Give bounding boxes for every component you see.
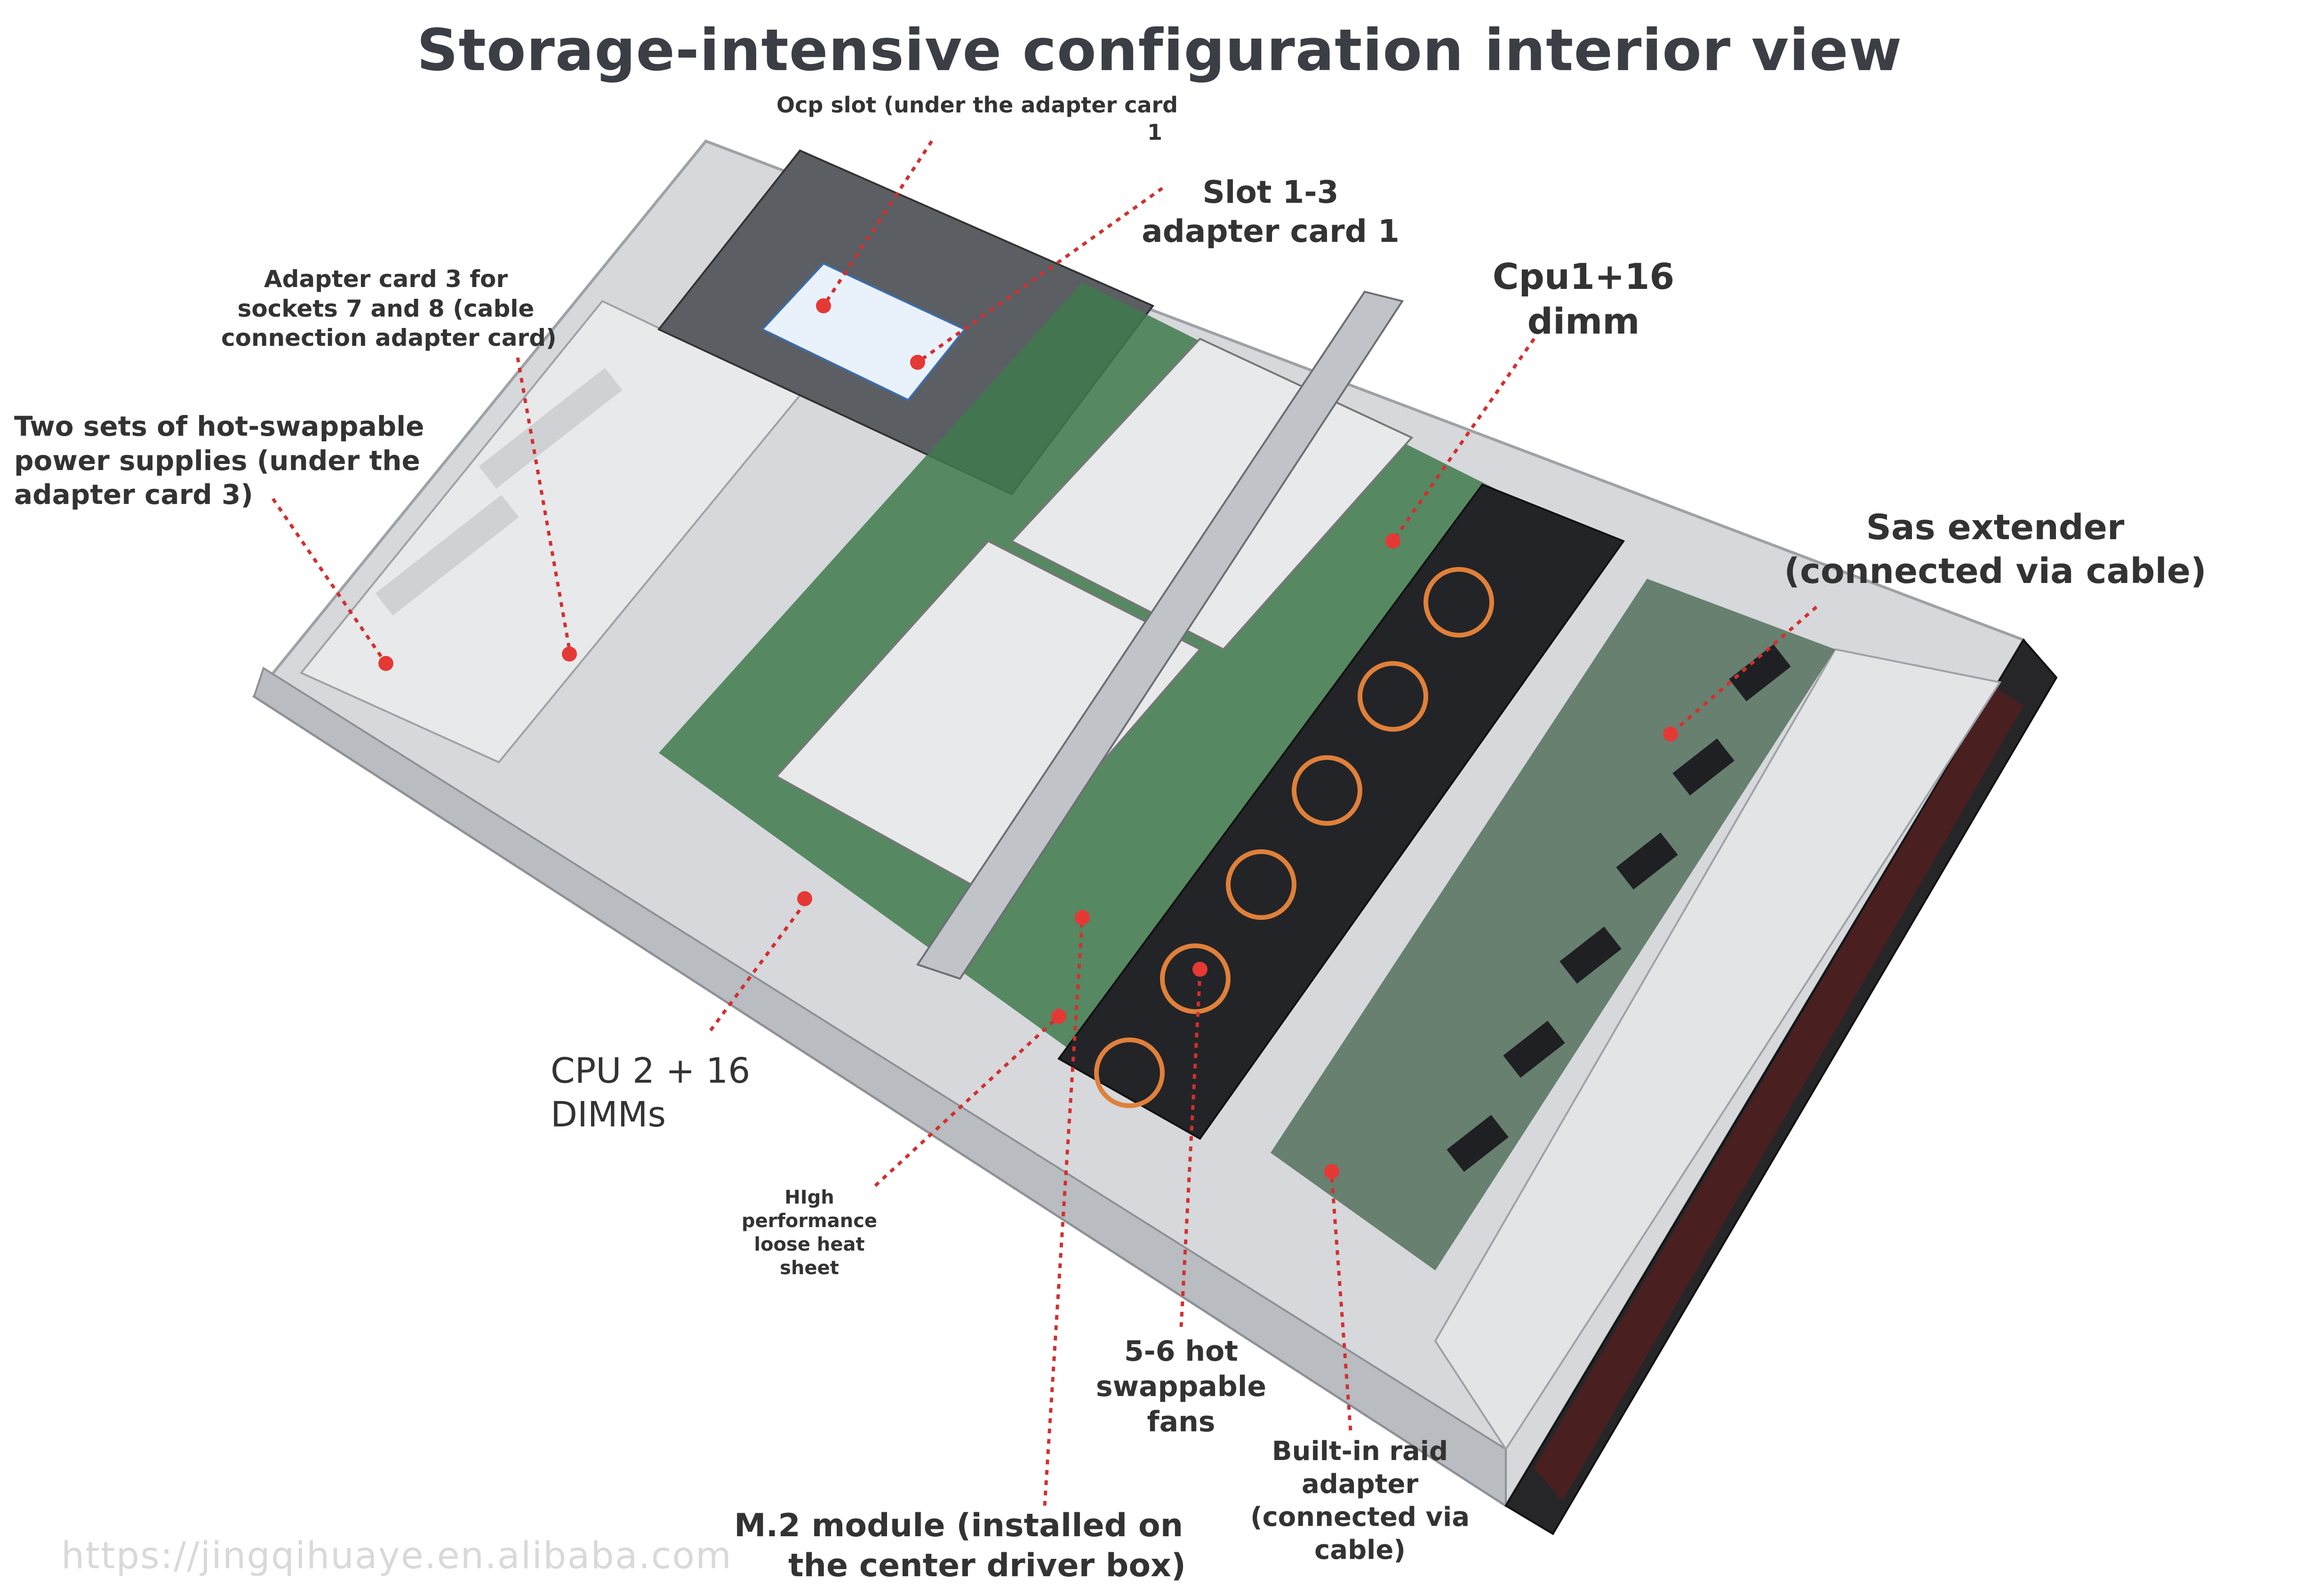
leader-psu — [272, 498, 387, 664]
raid-sas-board — [1271, 579, 1835, 1270]
callout-fans: 5-6 hot swappable fans — [1096, 1335, 1267, 1438]
callout-adapter-card-3: Adapter card 3 for sockets 7 and 8 (cabl… — [221, 265, 557, 351]
callout-slot-1-3: Slot 1-3 adapter card 1 — [1142, 174, 1399, 249]
fan-5 — [1160, 943, 1231, 1014]
fan-4 — [1226, 849, 1296, 920]
dot-psu — [378, 656, 393, 671]
callout-sas-extender: Sas extender (connected via cable) — [1784, 507, 2207, 591]
watermark-url: https://jingqihuaye.en.alibaba.com — [61, 1535, 733, 1577]
callout-ocp-slot: Ocp slot (under the adapter card 1 — [776, 92, 1178, 145]
callout-power-supplies: Two sets of hot-swappable power supplies… — [14, 410, 424, 511]
drive-handles — [1447, 644, 1791, 1172]
callout-leaders — [272, 140, 1818, 1506]
drive-handle-3 — [1616, 832, 1678, 890]
leader-raid — [1330, 1176, 1352, 1431]
air-duct — [916, 290, 1404, 980]
fan-rotors — [1094, 567, 1494, 1108]
leader-adapter3 — [516, 357, 571, 650]
front-bezel-inner — [1534, 687, 2023, 1501]
leader-slot — [916, 187, 1164, 364]
callout-cpu1: Cpu1+16 dimm — [1492, 255, 1675, 342]
leader-fans — [1179, 974, 1202, 1327]
dot-ocp — [816, 298, 831, 313]
center-drive-box-lower — [775, 540, 1202, 895]
leader-m2 — [1043, 917, 1084, 1506]
leader-ocp — [822, 140, 933, 307]
dot-fans — [1192, 962, 1207, 977]
dot-m2 — [1075, 910, 1090, 925]
drive-handle-6 — [1447, 1115, 1509, 1172]
leader-heat — [874, 1015, 1060, 1187]
drive-handle-2 — [1672, 738, 1735, 796]
drive-handle-5 — [1503, 1021, 1565, 1078]
fan-3 — [1292, 755, 1362, 826]
fan-2 — [1358, 661, 1428, 732]
psu-slot-1 — [375, 495, 519, 616]
callout-m2-module: M.2 module (installed on the center driv… — [734, 1507, 1186, 1584]
dot-raid — [1324, 1164, 1339, 1179]
fan-1 — [1423, 567, 1494, 638]
dot-heat — [1051, 1009, 1066, 1024]
fan-6 — [1094, 1037, 1165, 1108]
page-title: Storage-intensive configuration interior… — [416, 17, 1903, 84]
drive-cage — [1434, 648, 2002, 1451]
dot-adapter3 — [562, 646, 577, 662]
callout-dots — [378, 298, 1678, 1179]
callout-cpu2: CPU 2 + 16 DIMMs — [551, 1051, 751, 1135]
dot-cpu1 — [1385, 534, 1400, 549]
callout-heat-sheet: HIgh performance loose heat sheet — [741, 1187, 878, 1279]
psu-slot-2 — [479, 367, 623, 489]
leader-sas — [1669, 606, 1818, 735]
drive-handle-4 — [1559, 926, 1622, 984]
dot-sas — [1663, 726, 1678, 742]
dot-cpu2 — [797, 891, 812, 906]
callout-raid-adapter: Built-in raid adapter (connected via cab… — [1250, 1436, 1470, 1565]
dot-slot — [910, 355, 925, 370]
drive-handle-1 — [1729, 644, 1791, 702]
